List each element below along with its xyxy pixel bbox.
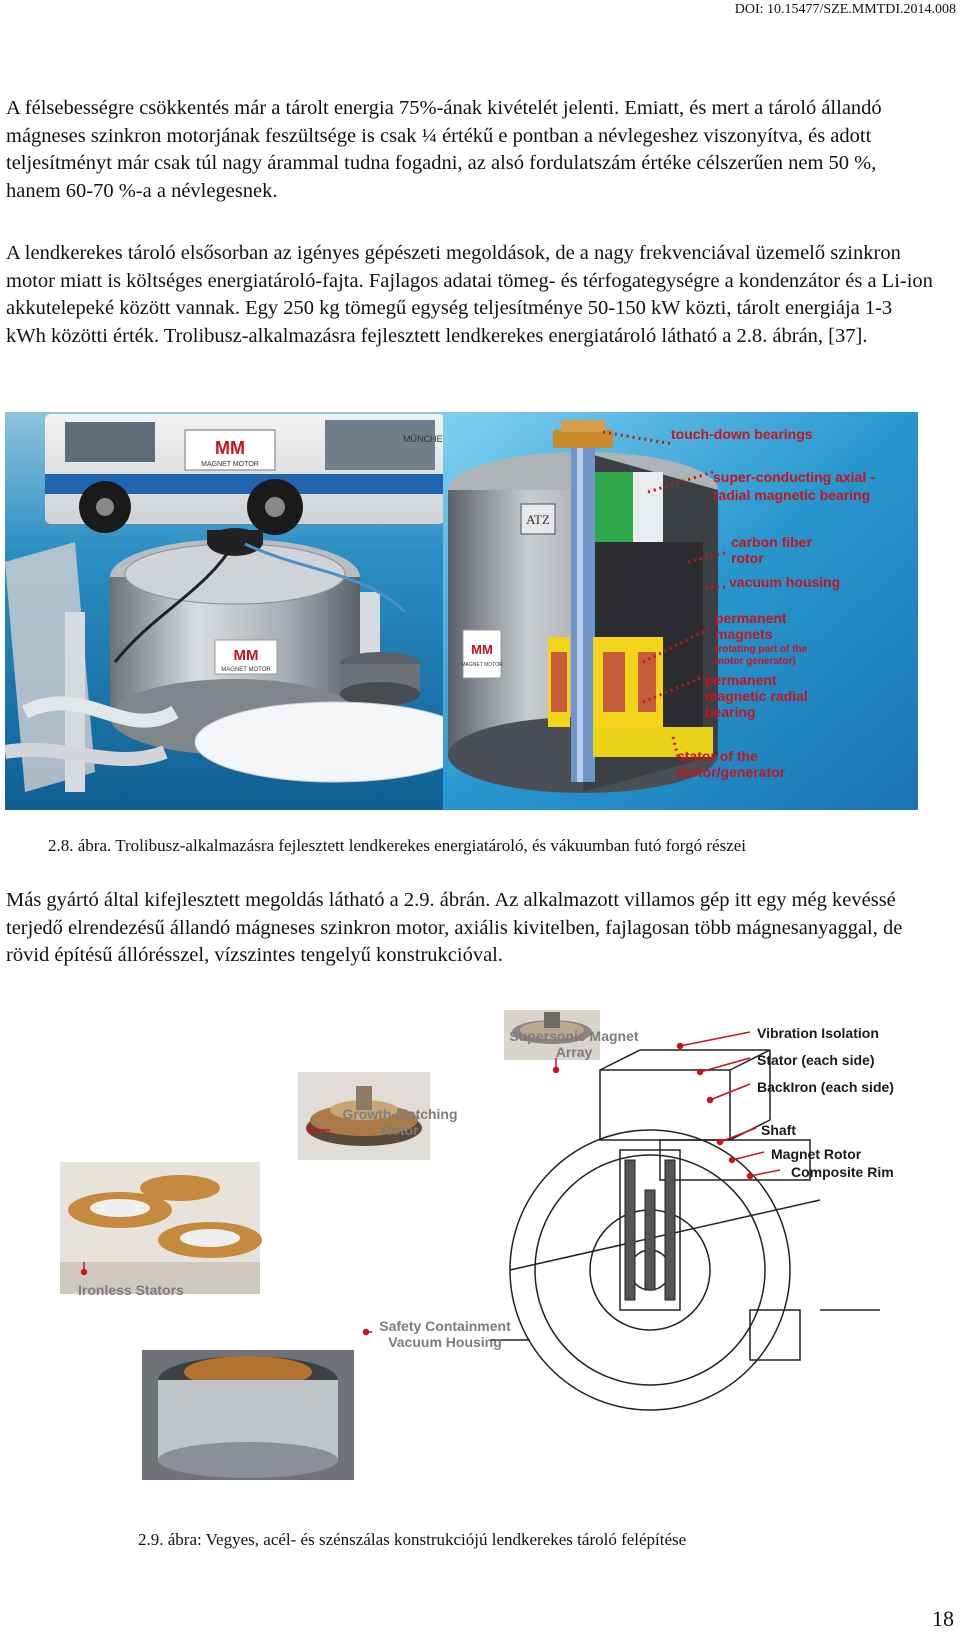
figure-2-9: Supersonic Magnet Array Growth-Matching …: [60, 1010, 940, 1480]
paragraph-3: Más gyártó által kifejlesztett megoldás …: [6, 889, 903, 966]
label-composite-rim: Composite Rim: [791, 1164, 894, 1180]
flywheel-unit-photo: MM MAGNET MOTOR MÜNCHE MM MAGNET MOTOR: [5, 412, 443, 810]
paragraph-1: A félsebességre csökkentés már a tárolt …: [6, 97, 882, 202]
label-carbon-fiber-line2: rotor: [731, 550, 764, 566]
housing-logo: MM: [471, 642, 493, 657]
flywheel-cutaway-diagram: ATZ MM MAGNET MOTOR: [443, 412, 918, 810]
page-number: 18: [932, 1606, 954, 1631]
label-ironless-stators: Ironless Stators: [78, 1282, 184, 1298]
unit-logo-sub: MAGNET MOTOR: [221, 667, 271, 673]
doi-header: DOI: 10.15477/SZE.MMTDI.2014.008: [734, 2, 956, 17]
label-growth-line1: Growth-Matching: [342, 1106, 458, 1122]
label-shaft: Shaft: [761, 1122, 796, 1138]
label-superconducting-line1: super-conducting axial -: [713, 469, 875, 485]
label-supersonic-line1: Supersonic Magnet: [509, 1028, 639, 1044]
label-carbon-fiber-line1: carbon fiber: [731, 534, 812, 550]
label-permanent-magnets-note1: (rotating part of the: [715, 644, 808, 655]
paragraph-2: A lendkerekes tároló elsősorban az igény…: [6, 242, 933, 347]
label-stator-line2: motor/generator: [677, 764, 786, 780]
label-stator-line1: stator of the: [677, 748, 758, 764]
bus-logo: MM: [215, 438, 245, 458]
label-backiron-each-side: BackIron (each side): [757, 1079, 894, 1095]
figure-2-8-cutaway: ATZ MM MAGNET MOTOR touch-down bearings …: [443, 412, 918, 810]
figure-2-8-caption-number: 2.8. ábra.: [48, 836, 112, 855]
figure-2-8-photo-left: MM MAGNET MOTOR MÜNCHE MM MAGNET MOTOR: [5, 412, 443, 810]
unit-logo: MM: [234, 647, 259, 664]
label-supersonic-line2: Array: [555, 1044, 593, 1060]
label-permanent-magnets-note2: motor generator): [715, 656, 796, 667]
bus-side-text: MÜNCHE: [403, 434, 443, 444]
label-safety-line2: Vacuum Housing: [388, 1334, 502, 1350]
figure-2-8-caption-text: Trolibusz-alkalmazásra fejlesztett lendk…: [111, 836, 747, 855]
axial-flywheel-diagram: [60, 1010, 880, 1480]
housing-badge: ATZ: [526, 512, 550, 527]
label-touchdown-bearings: touch-down bearings: [671, 426, 813, 442]
label-pm-radial-bearing-line2: magnetic radial: [705, 688, 808, 704]
label-pm-radial-bearing-line1: permanent: [705, 672, 777, 688]
label-permanent-magnets-line1: permanent: [715, 610, 787, 626]
figure-2-8-caption: 2.8. ábra. Trolibusz-alkalmazásra fejles…: [48, 836, 746, 856]
label-safety-line1: Safety Containment: [379, 1318, 511, 1334]
bus-logo-sub: MAGNET MOTOR: [201, 461, 259, 468]
label-vacuum-housing: vacuum housing: [729, 574, 841, 590]
label-growth-line2: Rotor: [381, 1122, 419, 1138]
label-stator-each-side: Stator (each side): [757, 1052, 875, 1068]
label-vibration-isolation: Vibration Isolation: [757, 1025, 879, 1041]
label-pm-radial-bearing-line3: bearing: [705, 704, 756, 720]
label-magnet-rotor: Magnet Rotor: [771, 1146, 862, 1162]
label-superconducting-line2: radial magnetic bearing: [713, 487, 871, 503]
figure-2-9-caption: 2.9. ábra: Vegyes, acél- és szénszálas k…: [138, 1530, 687, 1549]
housing-logo-sub: MAGNET MOTOR: [461, 662, 503, 668]
label-permanent-magnets-line2: magnets: [715, 626, 773, 642]
